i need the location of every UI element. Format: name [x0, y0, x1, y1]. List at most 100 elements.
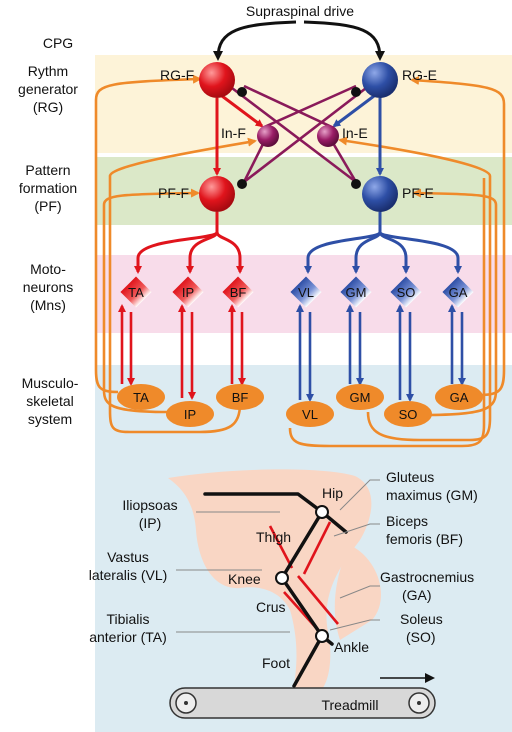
- level-label-rg: Rythm generator (RG): [18, 63, 78, 115]
- svg-text:(PF): (PF): [34, 198, 61, 214]
- label-in-e: In-E: [342, 125, 368, 141]
- label-soleus-1: Soleus: [400, 611, 443, 627]
- feedback-vl-ine: [288, 178, 486, 448]
- label-iliopsoas-2: (IP): [139, 515, 162, 531]
- label-vastus-1: Vastus: [107, 549, 149, 565]
- svg-text:formation: formation: [19, 180, 77, 196]
- label-treadmill: Treadmill: [321, 697, 378, 713]
- muscle-gm: [336, 384, 384, 410]
- neuron-pf-e: [362, 176, 398, 212]
- mn-bf: [222, 276, 254, 308]
- afferent-feedback: [94, 74, 506, 448]
- mn-label-bf: BF: [230, 285, 247, 300]
- treadmill: [169, 687, 436, 719]
- neuron-rg-e: [362, 62, 398, 98]
- motoneurons-flexor: [120, 276, 254, 308]
- muscle-label-ip: IP: [184, 407, 196, 422]
- mn-ip: [172, 276, 204, 308]
- muscle-label-ta: TA: [133, 390, 149, 405]
- muscle-label-bf: BF: [232, 390, 249, 405]
- label-ankle: Ankle: [334, 639, 369, 655]
- supraspinal-arrow-right: [303, 20, 385, 61]
- label-biceps-1: Biceps: [386, 513, 428, 529]
- svg-text:Musculo-: Musculo-: [22, 375, 79, 391]
- label-pf-e: PF-E: [402, 185, 434, 201]
- mn-so: [390, 276, 422, 308]
- label-rg-f: RG-F: [160, 67, 194, 83]
- supraspinal-label: Supraspinal drive: [246, 3, 354, 19]
- label-biceps-2: femoris (BF): [386, 531, 463, 547]
- muscle-label-gm: GM: [350, 390, 371, 405]
- motoneurons-extensor: [290, 276, 474, 308]
- mn-label-gm: GM: [346, 285, 367, 300]
- feedback-so-pfe: [412, 188, 498, 417]
- mn-label-ip: IP: [182, 285, 194, 300]
- mn-ga: [442, 276, 474, 308]
- svg-text:neurons: neurons: [23, 279, 74, 295]
- label-tibialis-1: Tibialis: [106, 611, 149, 627]
- muscle-label-ga: GA: [450, 390, 469, 405]
- inhibitory-terminals: [237, 87, 361, 189]
- mn-label-so: SO: [397, 285, 416, 300]
- svg-text:Rythm: Rythm: [28, 63, 68, 79]
- band-pf: [95, 157, 512, 225]
- muscle-bf: [216, 384, 264, 410]
- feedback-ip-pff: [102, 188, 200, 414]
- flexor-pathway: [213, 94, 264, 176]
- leader-lines: [176, 479, 380, 633]
- label-vastus-2: lateralis (VL): [89, 567, 168, 583]
- mn-label-ga: GA: [449, 285, 468, 300]
- label-pf-f: PF-F: [158, 185, 189, 201]
- pf-e-to-mn: [304, 212, 462, 274]
- muscle-label-so: SO: [399, 407, 418, 422]
- label-iliopsoas-1: Iliopsoas: [122, 497, 177, 513]
- label-foot: Foot: [262, 655, 290, 671]
- band-rg: [95, 55, 512, 153]
- muscle-ta: [117, 384, 165, 410]
- mn-label-vl: VL: [298, 285, 314, 300]
- label-gluteus-1: Gluteus: [386, 469, 434, 485]
- feedback-gm-ine: [338, 136, 492, 442]
- label-gluteus-2: maximus (GM): [386, 487, 478, 503]
- muscle-so: [384, 401, 432, 427]
- mn-ta: [120, 276, 152, 308]
- label-crus: Crus: [256, 599, 286, 615]
- joint-ankle: [315, 629, 329, 643]
- label-gastro-2: (GA): [402, 587, 432, 603]
- neuron-pf-f: [199, 176, 235, 212]
- label-knee: Knee: [228, 571, 261, 587]
- feedback-bf-inf: [108, 137, 257, 434]
- leg-calf-shape: [334, 545, 381, 640]
- muscle-ip: [166, 401, 214, 427]
- svg-text:skeletal: skeletal: [26, 393, 73, 409]
- mn-label-ta: TA: [128, 285, 144, 300]
- svg-text:system: system: [28, 411, 72, 427]
- label-soleus-2: (SO): [406, 629, 436, 645]
- svg-text:Moto-: Moto-: [30, 261, 66, 277]
- leg-joints: [275, 505, 329, 643]
- mn-gm: [340, 276, 372, 308]
- svg-text:(RG): (RG): [33, 99, 63, 115]
- neuron-rg-f: [199, 62, 235, 98]
- pf-f-to-mn: [134, 212, 244, 274]
- level-label-mn: Moto- neurons (Mns): [23, 261, 74, 313]
- cpg-label: CPG: [43, 35, 73, 51]
- label-gastro-1: Gastrocnemius: [380, 569, 474, 585]
- muscle-ga: [435, 384, 483, 410]
- neuron-in-e: [317, 125, 339, 147]
- mn-vl: [290, 276, 322, 308]
- supraspinal-arrow-left: [213, 20, 297, 61]
- svg-text:(Mns): (Mns): [30, 297, 66, 313]
- neuron-in-f: [257, 125, 279, 147]
- muscle-label-vl: VL: [302, 407, 318, 422]
- label-hip: Hip: [322, 485, 343, 501]
- svg-text:generator: generator: [18, 81, 78, 97]
- leg-skeleton: [203, 492, 348, 688]
- label-thigh: Thigh: [256, 529, 291, 545]
- svg-text:Pattern: Pattern: [25, 162, 70, 178]
- joint-knee: [275, 571, 289, 585]
- muscle-vl: [286, 401, 334, 427]
- mn-muscle-links-flexor: [118, 304, 246, 400]
- label-rg-e: RG-E: [402, 67, 437, 83]
